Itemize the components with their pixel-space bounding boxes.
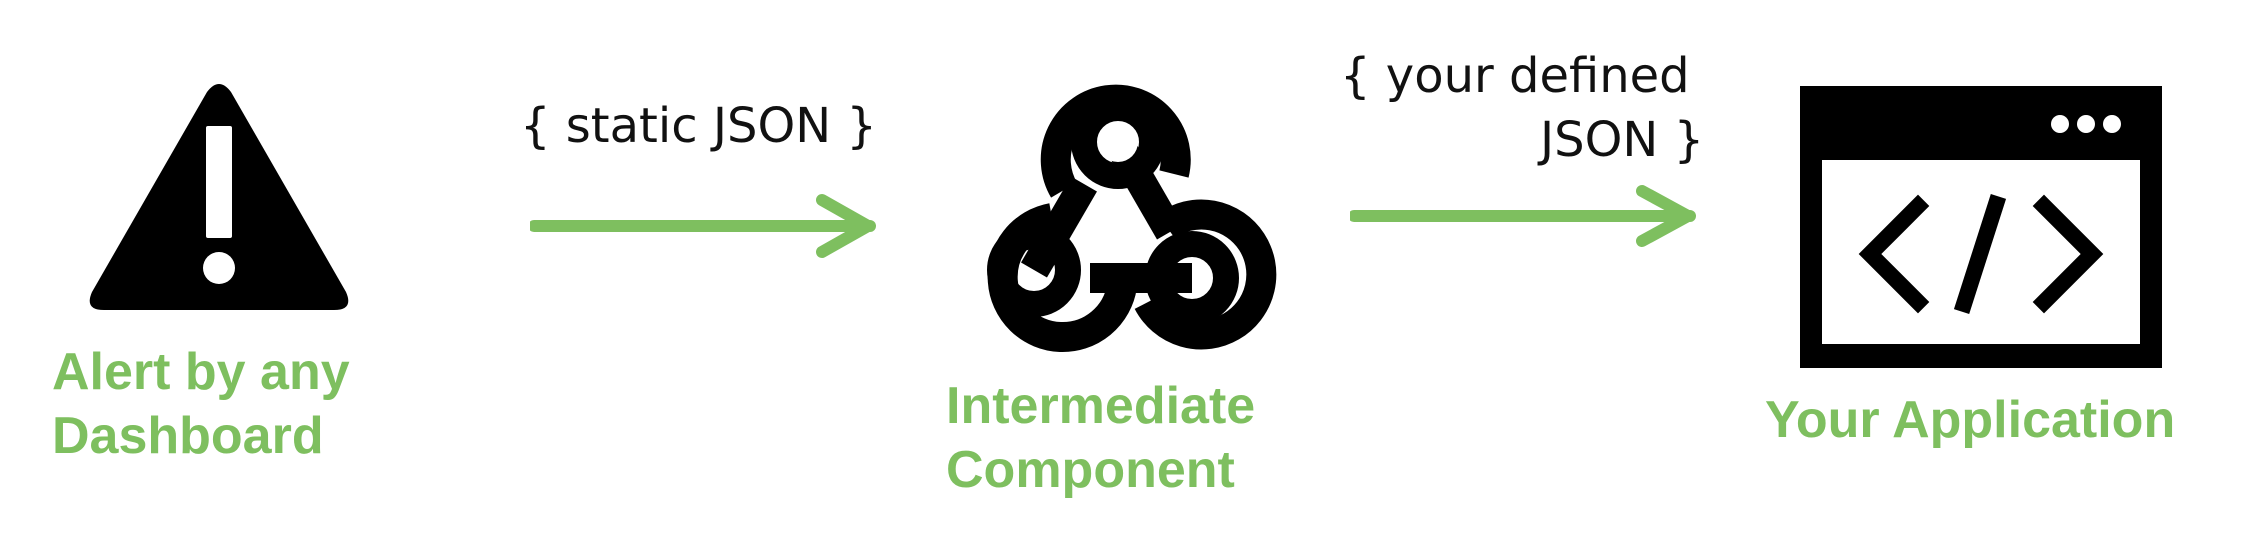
webhook-icon [960, 66, 1280, 366]
middle-label-line2: Component [946, 441, 1235, 499]
target-node-label: Your Application [1765, 391, 2176, 449]
right-arrow-icon [1348, 182, 1700, 252]
source-node-label: Alert by any Dashboard [52, 340, 350, 468]
middle-label-line1: Intermediate [946, 377, 1256, 435]
code-window-icon [1800, 86, 2162, 368]
edge-label-static-json: { static JSON } [520, 98, 877, 154]
alert-triangle-icon [86, 82, 352, 314]
edge-label-defined-json-line1: { your defined [1340, 48, 1690, 104]
right-arrow-icon [528, 190, 880, 262]
source-label-line1: Alert by any [52, 343, 350, 401]
middle-node-label: Intermediate Component [946, 374, 1255, 502]
source-label-line2: Dashboard [52, 407, 324, 465]
edge-label-defined-json-line2: JSON } [1540, 112, 1705, 168]
